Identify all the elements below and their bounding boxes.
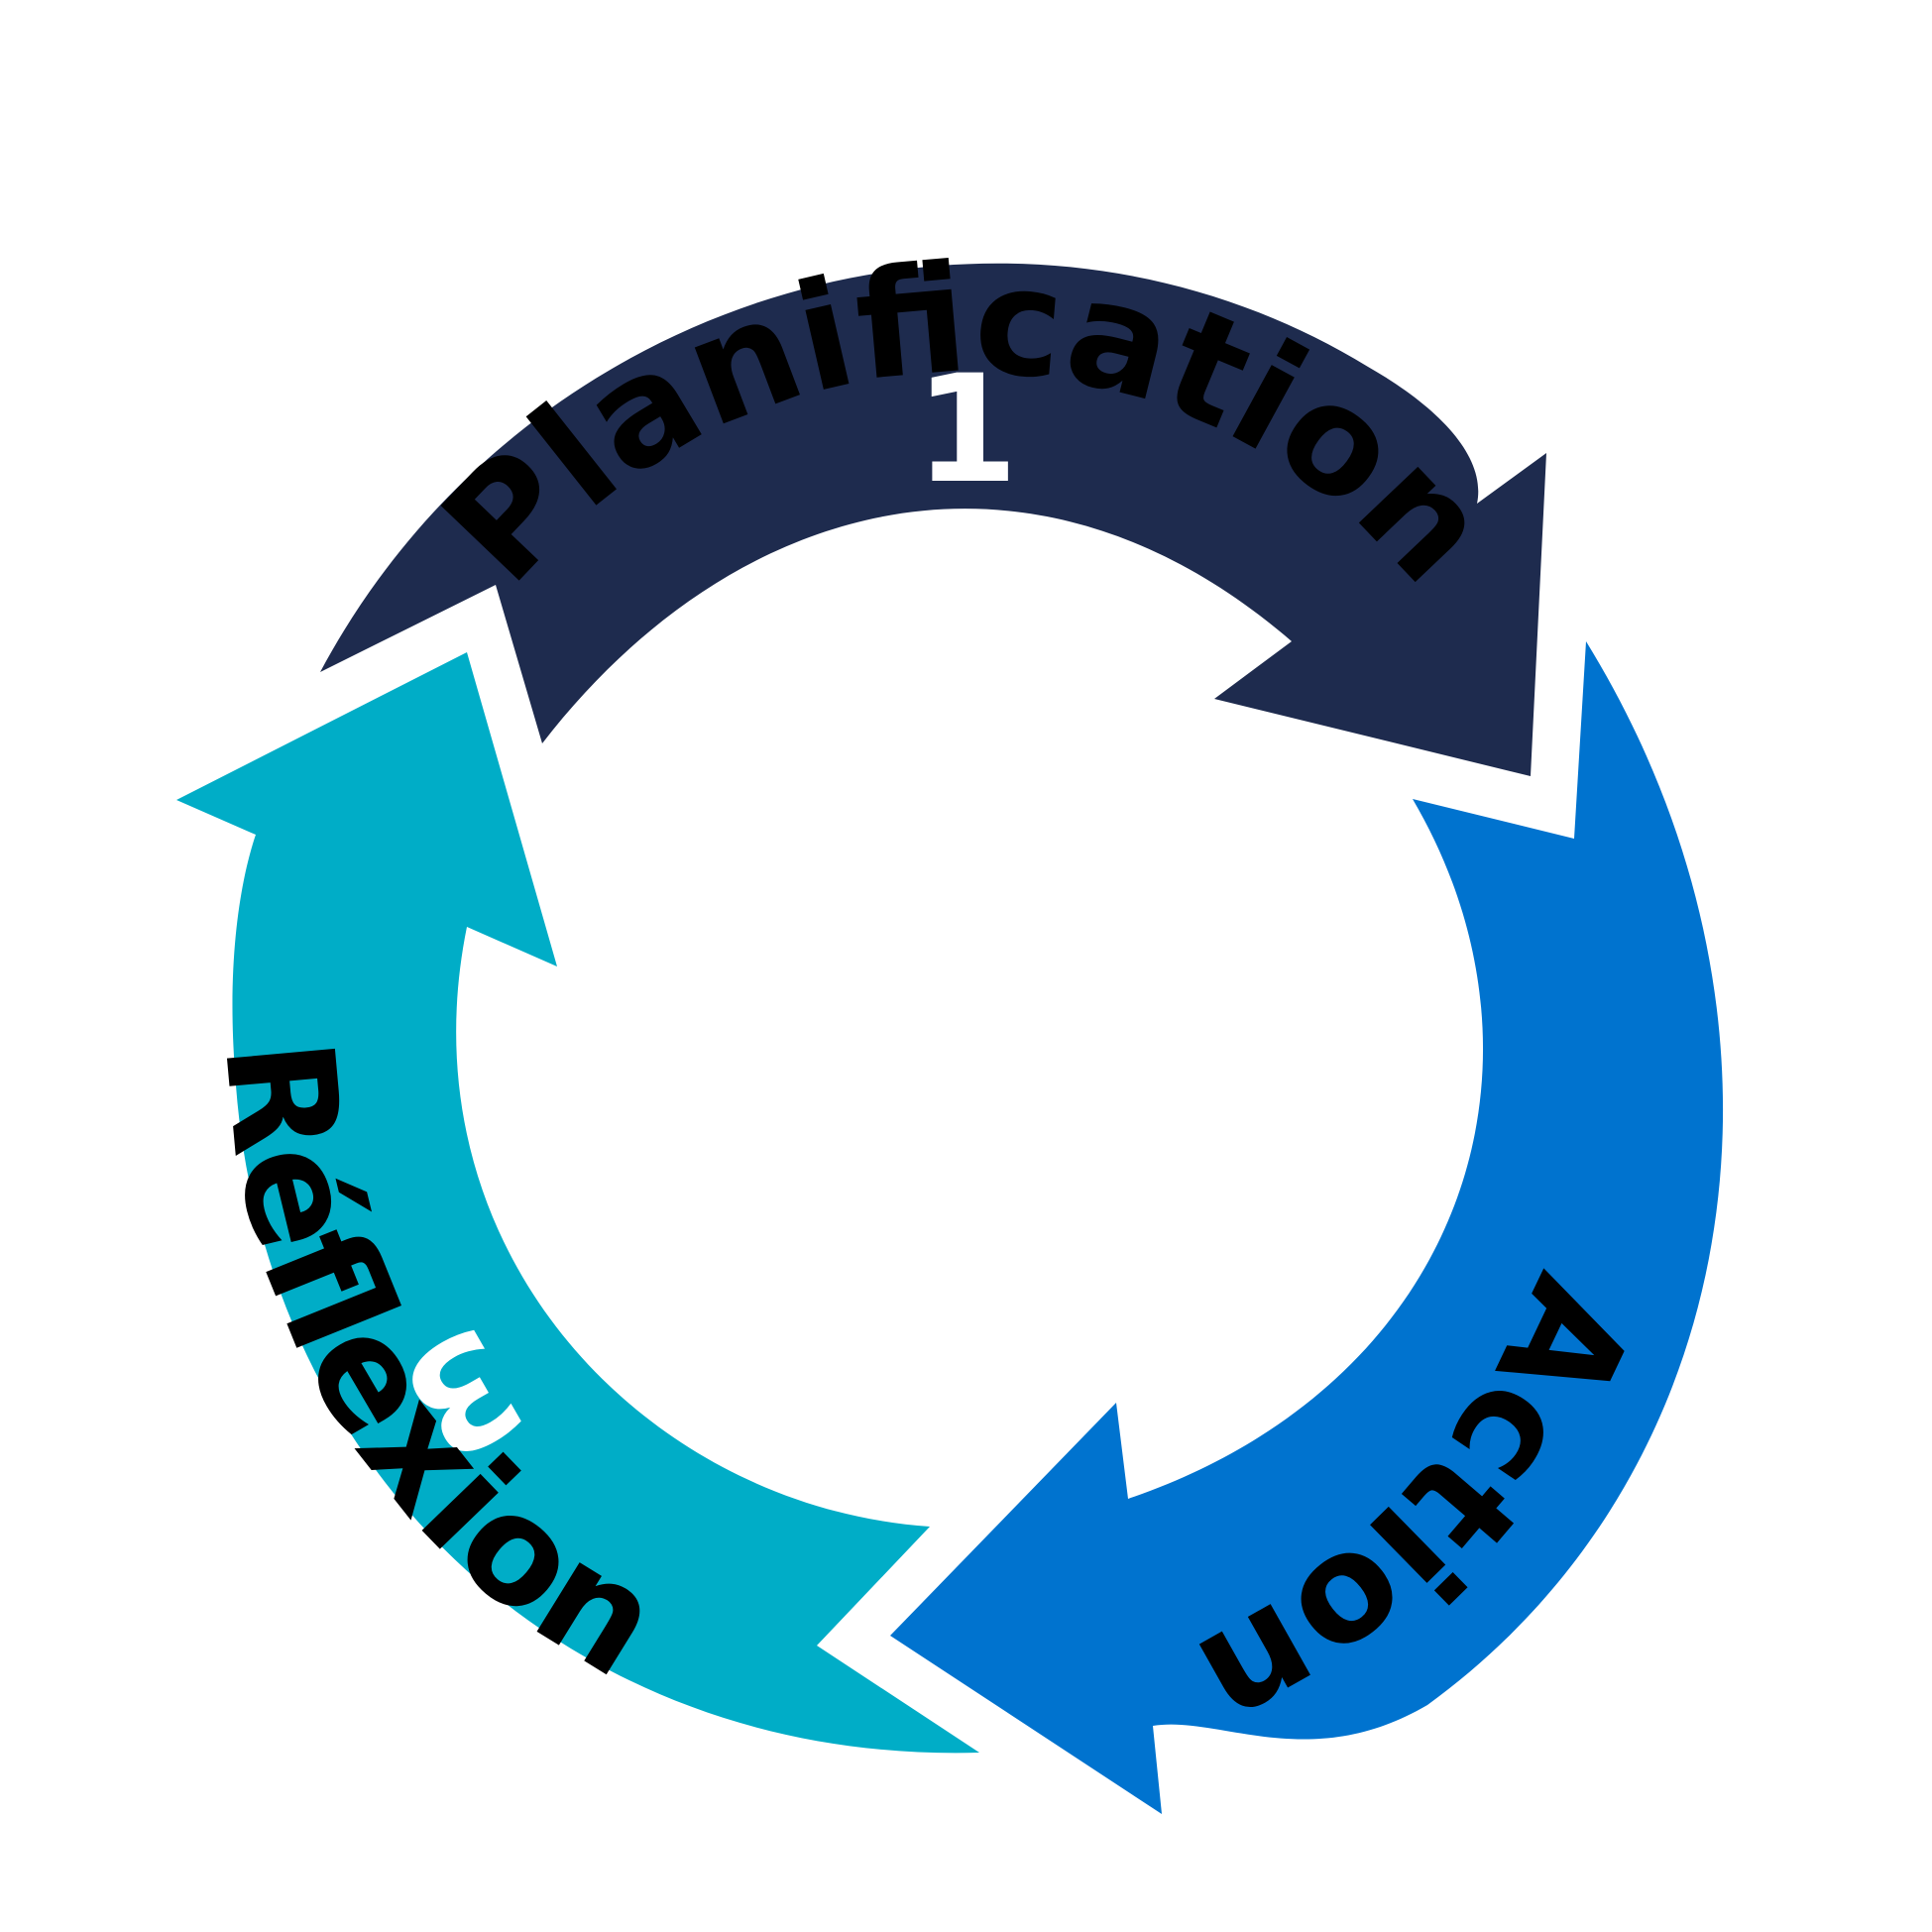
stage-2-arrow-shape (890, 641, 1724, 1814)
stage-3-arrow: 3 (176, 652, 979, 1754)
stage-1-arrow: 1 (320, 263, 1546, 776)
stage-1-number: 1 (915, 344, 1018, 516)
stage-3-arrow-shape (176, 652, 979, 1754)
stage-1-arrow-shape (320, 263, 1546, 776)
stage-2-arrow: 2 (890, 641, 1724, 1814)
